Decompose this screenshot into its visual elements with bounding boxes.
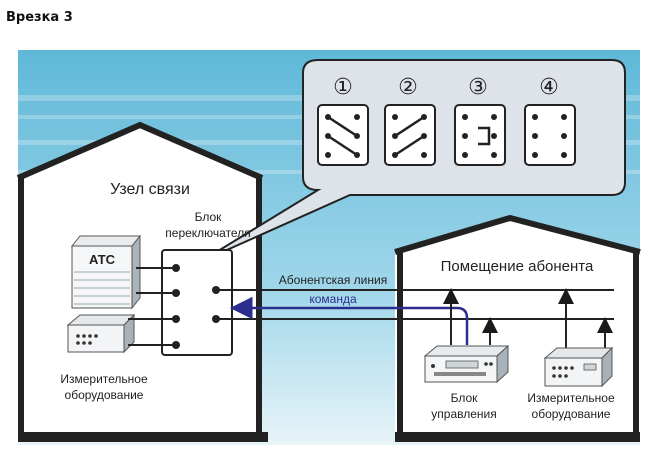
subscriber-line-label: Абонентская линия bbox=[279, 273, 387, 287]
position-1-box bbox=[317, 104, 369, 166]
node-measuring-device bbox=[66, 313, 136, 354]
node-wiring bbox=[128, 267, 176, 346]
node-measuring-label-line1: Измерительное bbox=[60, 372, 148, 386]
position-1-number: ① bbox=[333, 74, 353, 99]
subscriber-measuring-device bbox=[543, 346, 614, 388]
device-taps bbox=[443, 288, 613, 348]
position-2-box bbox=[384, 104, 436, 166]
node-title: Узел связи bbox=[110, 181, 190, 198]
subscriber-title: Помещение абонента bbox=[441, 258, 594, 275]
switch-block-label-line2: переключателя bbox=[165, 226, 250, 240]
subscriber-measuring-label-line1: Измерительное bbox=[527, 391, 615, 405]
subscriber-measuring-label-line2: оборудование bbox=[532, 407, 611, 421]
switch-block bbox=[161, 249, 233, 356]
control-block-label-line2: управления bbox=[431, 407, 496, 421]
switch-block-label-line1: Блок bbox=[195, 210, 223, 224]
position-4-box bbox=[524, 104, 576, 166]
subscriber-line bbox=[216, 289, 614, 320]
node-measuring-label-line2: оборудование bbox=[65, 388, 144, 402]
command-arrow bbox=[230, 296, 469, 345]
figure-caption: Врезка 3 bbox=[6, 10, 73, 25]
position-4-number: ④ bbox=[539, 74, 559, 99]
control-block-label-line1: Блок bbox=[451, 391, 479, 405]
control-block-device bbox=[423, 344, 510, 384]
ats-equipment bbox=[70, 234, 142, 310]
ats-label: АТС bbox=[89, 252, 116, 267]
position-3-box bbox=[454, 104, 506, 166]
position-2-number: ② bbox=[398, 74, 418, 99]
position-3-number: ③ bbox=[468, 74, 488, 99]
command-label: команда bbox=[309, 292, 357, 306]
